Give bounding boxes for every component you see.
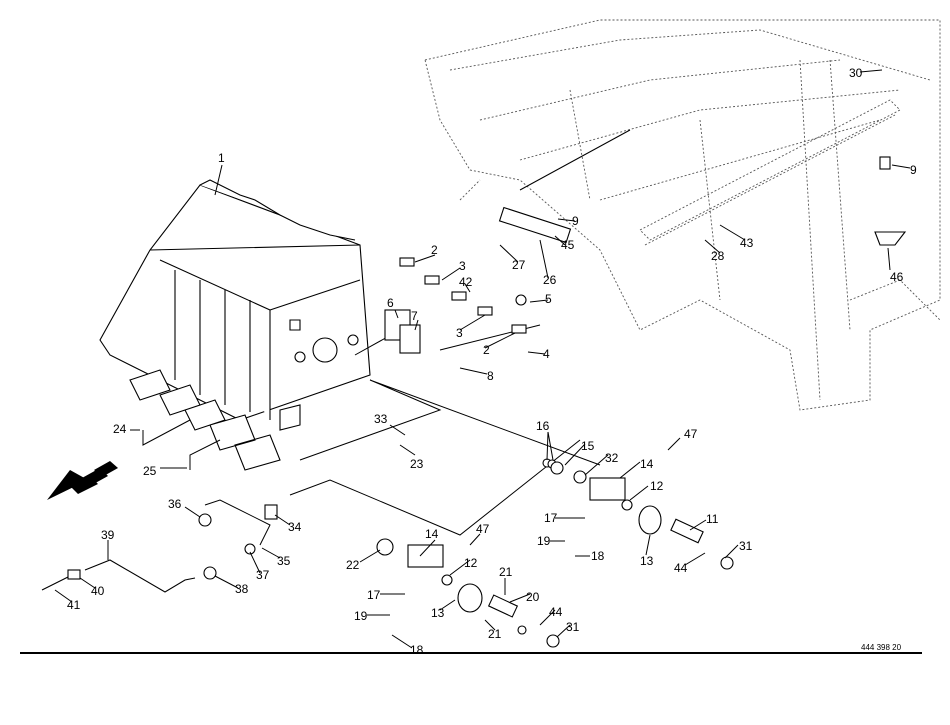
callout: 30 xyxy=(849,66,863,80)
callout: 6 xyxy=(387,296,394,310)
callout: 12 xyxy=(464,556,478,570)
callout: 2 xyxy=(483,343,490,357)
callout: 14 xyxy=(425,527,439,541)
callout: 4 xyxy=(543,347,550,361)
callout: 21 xyxy=(499,565,513,579)
callout: 11 xyxy=(706,512,719,526)
callout: 46 xyxy=(890,270,904,284)
callout: 42 xyxy=(459,275,473,289)
callout: 18 xyxy=(591,549,605,563)
callout: 17 xyxy=(544,511,558,525)
callout: 47 xyxy=(476,522,490,536)
callout: 8 xyxy=(487,369,494,383)
callout: 3 xyxy=(456,326,463,340)
callout: 5 xyxy=(545,292,552,306)
callout: 24 xyxy=(113,422,127,436)
callout: 1 xyxy=(218,151,225,165)
callouts: 1 2 3 42 3 2 5 4 6 7 8 27 26 45 9 30 9 4… xyxy=(67,66,917,657)
callout: 20 xyxy=(526,590,540,604)
callout: 39 xyxy=(101,528,115,542)
callout: 3 xyxy=(459,259,466,273)
callout: 17 xyxy=(367,588,381,602)
callout: 47 xyxy=(684,427,698,441)
callout: 45 xyxy=(561,238,575,252)
callout: 26 xyxy=(543,273,557,287)
callout: 9 xyxy=(910,163,917,177)
callout: 21 xyxy=(488,627,502,641)
small-parts xyxy=(41,156,907,648)
callout: 15 xyxy=(581,439,595,453)
callout-leaders xyxy=(54,69,911,649)
callout: 16 xyxy=(536,419,550,433)
callout: 9 xyxy=(572,214,579,228)
callout: 19 xyxy=(537,534,551,548)
callout: 35 xyxy=(277,554,291,568)
callout: 18 xyxy=(410,643,424,657)
callout: 7 xyxy=(411,309,418,323)
callout: 34 xyxy=(288,520,302,534)
callout: 25 xyxy=(143,464,157,478)
callout: 41 xyxy=(67,598,81,612)
callout: 36 xyxy=(168,497,182,511)
callout: 37 xyxy=(256,568,270,582)
callout: 33 xyxy=(374,412,388,426)
callout: 19 xyxy=(354,609,368,623)
callout: 13 xyxy=(640,554,654,568)
callout: 38 xyxy=(235,582,249,596)
callout: 44 xyxy=(549,605,563,619)
main-frame xyxy=(99,179,371,471)
callout: 12 xyxy=(650,479,664,493)
callout: 28 xyxy=(711,249,725,263)
machine-frame-phantom xyxy=(424,19,941,411)
callout: 44 xyxy=(674,561,688,575)
callout: 22 xyxy=(346,558,360,572)
callout: 27 xyxy=(512,258,526,272)
callout: 23 xyxy=(410,457,424,471)
drawing-number: 444 398 20 xyxy=(861,643,902,652)
callout: 31 xyxy=(739,539,753,553)
callout: 2 xyxy=(431,243,438,257)
direction-arrow-icon xyxy=(47,461,118,500)
callout: 31 xyxy=(566,620,580,634)
callout: 14 xyxy=(640,457,654,471)
callout: 32 xyxy=(605,451,619,465)
